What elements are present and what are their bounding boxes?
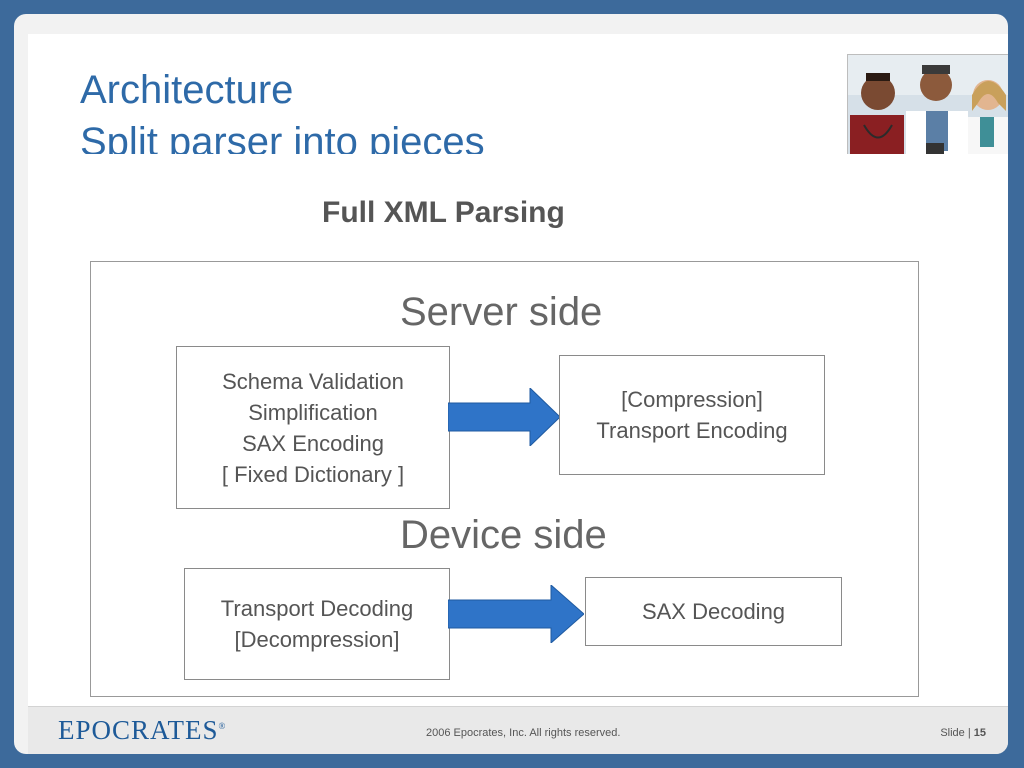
device-side-label: Device side (400, 513, 607, 557)
doctors-photo-icon (848, 55, 1008, 169)
diagram-title: Full XML Parsing (322, 196, 565, 229)
box-line: [ Fixed Dictionary ] (221, 461, 405, 487)
box-line: SAX Encoding (242, 430, 384, 456)
doctors-photo (847, 54, 1008, 170)
slide-header: Architecture Split parser into pieces (28, 34, 1008, 170)
logo-text: EPOCRATES (58, 715, 219, 745)
box-line: Transport Decoding (220, 596, 414, 621)
box-line: Transport Encoding (596, 418, 788, 443)
box-line: Simplification (248, 399, 378, 425)
right-arrow-icon (448, 585, 584, 643)
page-title: Architecture (80, 68, 294, 112)
right-arrow-icon (448, 388, 560, 446)
box-line: [Compression] (621, 387, 763, 412)
server-encoding-box: Schema Validation Simplification SAX Enc… (176, 346, 450, 509)
architecture-diagram: Server side Schema Validation Simplifica… (90, 261, 919, 697)
epocrates-logo: EPOCRATES® (58, 715, 226, 746)
slide-label: Slide | (940, 727, 971, 739)
slide: Architecture Split parser into pieces (14, 14, 1008, 754)
registered-mark: ® (218, 721, 227, 731)
device-decoding-box: Transport Decoding [Decompression] (184, 568, 450, 680)
copyright-text: 2006 Epocrates, Inc. All rights reserved… (426, 727, 621, 739)
slide-footer: EPOCRATES® 2006 Epocrates, Inc. All righ… (28, 706, 1008, 754)
box-line: Schema Validation (222, 368, 404, 394)
server-transport-box: [Compression] Transport Encoding (559, 355, 825, 475)
box-line: [Decompression] (234, 627, 400, 652)
slide-content: Full XML Parsing Server side Schema Vali… (28, 154, 1008, 708)
box-line: SAX Decoding (641, 599, 786, 624)
sax-decoding-box: SAX Decoding (585, 577, 842, 646)
slide-number-value: 15 (973, 727, 986, 739)
slide-number: Slide | 15 (940, 727, 986, 739)
server-side-label: Server side (400, 290, 603, 334)
